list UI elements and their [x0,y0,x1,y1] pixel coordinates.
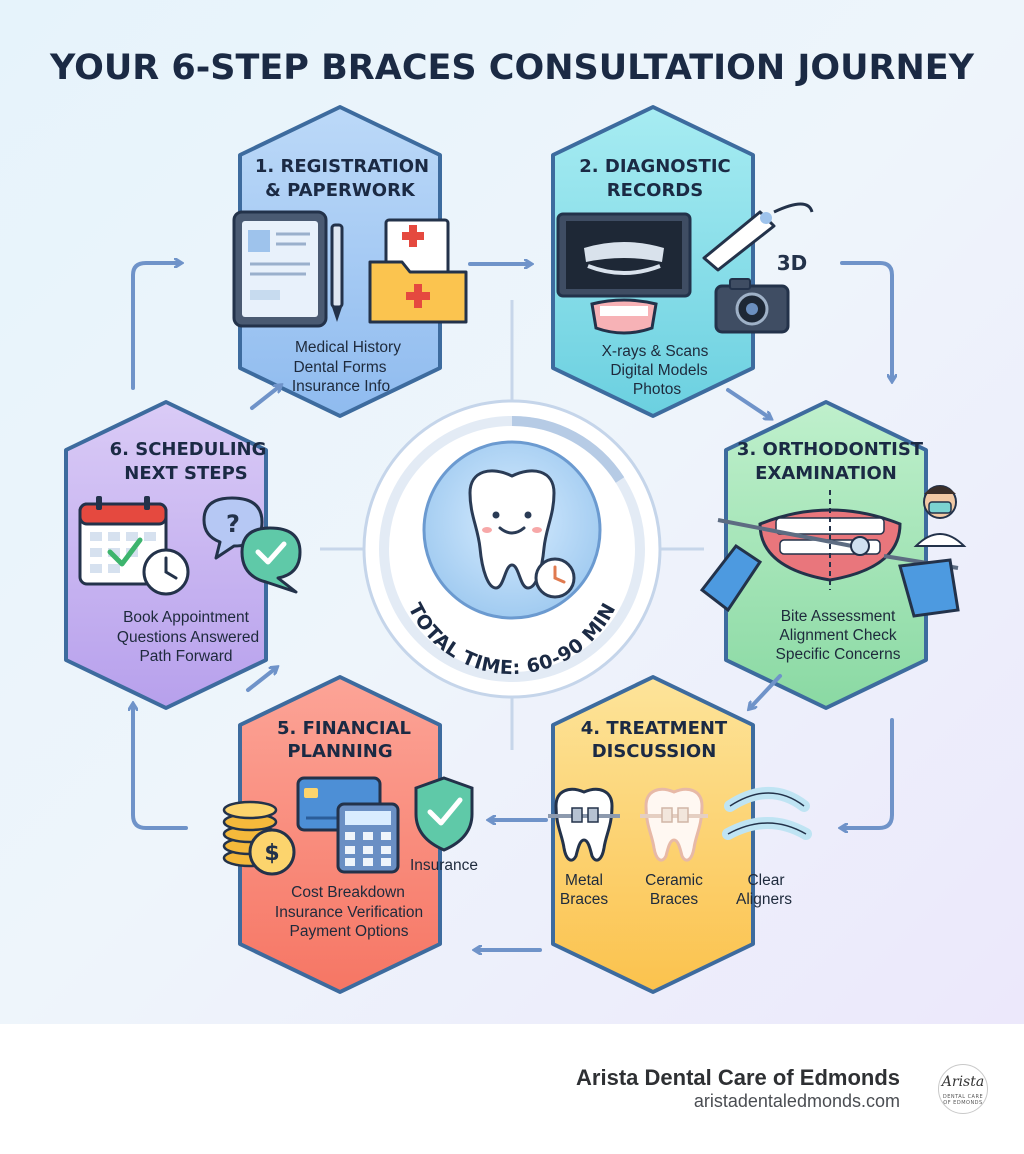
step-4-title-line-1: 4. TREATMENT [581,718,728,739]
medical-folder-icon [368,218,468,324]
step-4-title-line-2: DISCUSSION [592,741,717,762]
step-3-item-3: Specific Concerns [776,646,901,663]
coin-stack-icon: $ [222,800,296,876]
tooth-icon [468,469,556,590]
arrow-2-to-3 [840,261,892,380]
clear-aligners-icon [722,787,812,840]
dental-mirror-icon [699,518,870,613]
step-2-item-3: Photos [633,381,682,398]
step-3-title-line-1: 3. ORTHODONTIST [737,439,924,460]
step-1-title-line-2: & PAPERWORK [265,180,416,201]
step-3-title-line-2: EXAMINATION [755,463,897,484]
step-5-item-1: Cost Breakdown [291,884,405,901]
alarm-clock-icon [142,548,190,596]
main-title: YOUR 6-STEP BRACES CONSULTATION JOURNEY [49,48,975,88]
arrow-5-to-6 [133,705,188,830]
option-aligners-line-2: Aligners [736,891,792,908]
step-2-item-1: X-rays & Scans [602,343,709,360]
step-arrows [246,264,782,820]
step-5-title-line-1: 5. FINANCIAL [277,718,411,739]
step-6-title-line-2: NEXT STEPS [124,463,247,484]
step-1-item-2: Dental Forms [293,359,386,376]
center-ring: TOTAL TIME: 60-90 MIN [320,300,704,750]
teeth-examination-icon [758,490,902,590]
option-metal-line-1: Metal [565,872,603,889]
infographic: YOUR 6-STEP BRACES CONSULTATION JOURNEY … [0,0,1024,1024]
step-3-item-1: Bite Assessment [781,608,896,625]
brand-url: aristadentaledmonds.com [693,1091,900,1111]
dental-model-icon [590,298,658,335]
check-bubble-icon [240,526,302,594]
ceramic-braces-icon [640,787,708,862]
intraoral-scanner-icon [702,202,814,272]
tablet-icon [232,210,328,328]
step-1-title-line-1: 1. REGISTRATION [255,156,429,177]
arista-logo: Arista DENTAL CARE OF EDMONDS [938,1064,988,1114]
calculator-icon [336,802,400,874]
step-5-title-line-2: PLANNING [287,741,392,762]
clock-icon [534,557,576,599]
svg-text:?: ? [226,510,240,538]
step-1-item-3: Insurance Info [292,378,390,395]
step-6-item-1: Book Appointment [123,609,250,626]
shield-check-icon [414,776,474,852]
pen-icon [330,223,344,322]
arrow-3-to-4 [842,718,894,828]
gloved-hand-icon [883,554,960,618]
step-6-title-line-1: 6. SCHEDULING [110,439,267,460]
step-2-title-line-1: 2. DIAGNOSTIC [579,156,731,177]
step-1-item-1: Medical History [295,339,401,356]
svg-text:$: $ [264,841,279,866]
arrow-6-to-1 [131,263,180,390]
logo-sub: DENTAL CARE OF EDMONDS [942,1094,984,1106]
camera-icon [714,278,790,334]
option-ceramic-line-2: Braces [650,891,698,908]
step-2-item-2: Digital Models [610,362,708,379]
option-metal-line-2: Braces [560,891,608,908]
option-ceramic-line-1: Ceramic [645,872,703,889]
footer: Arista Dental Care of Edmonds aristadent… [0,1024,1024,1154]
cycle-arrows [133,263,892,950]
orthodontist-avatar-icon [913,485,967,547]
3d-label: 3D [777,251,808,275]
step-5-item-3: Payment Options [290,923,409,940]
step-6-item-2: Questions Answered [117,629,259,646]
logo-script: Arista [941,1074,985,1090]
metal-braces-icon [548,787,620,862]
step-5-item-2: Insurance Verification [275,904,423,921]
step-6-item-3: Path Forward [139,648,232,665]
insurance-icon-label: Insurance [410,857,478,874]
brand-name: Arista Dental Care of Edmonds [576,1065,900,1090]
option-aligners-line-1: Clear [747,872,784,889]
xray-monitor-icon [556,212,692,298]
step-3-item-2: Alignment Check [779,627,896,644]
step-2-title-line-2: RECORDS [607,180,703,201]
